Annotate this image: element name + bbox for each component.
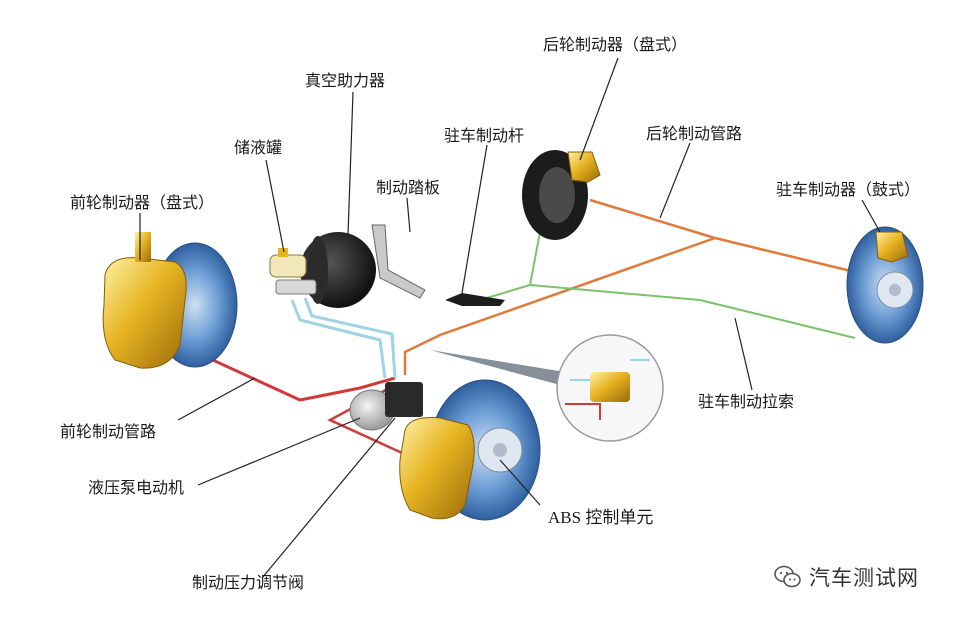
rear-brake-line bbox=[403, 198, 720, 375]
front-left-caliper bbox=[102, 257, 187, 369]
abs-zoom-wedge bbox=[430, 350, 565, 385]
label-rear-brake-line: 后轮制动管路 bbox=[646, 124, 743, 143]
rear-caliper bbox=[567, 151, 601, 183]
parking-brake-lever bbox=[445, 293, 505, 306]
label-parking-lever: 驻车制动杆 bbox=[444, 126, 525, 145]
label-pressure-valve: 制动压力调节阀 bbox=[192, 573, 305, 592]
front-left-caliper-bracket bbox=[135, 232, 151, 262]
wechat-icon bbox=[774, 565, 801, 588]
label-vacuum-booster: 真空助力器 bbox=[305, 71, 386, 90]
booster-line-1 bbox=[290, 299, 387, 379]
label-brake-pedal: 制动踏板 bbox=[376, 178, 441, 197]
label-abs-unit: ABS 控制单元 bbox=[548, 508, 654, 527]
label-front-brake-line: 前轮制动管路 bbox=[60, 422, 157, 441]
watermark: 汽车测试网 bbox=[773, 562, 919, 592]
pressure-valve-block bbox=[385, 382, 423, 417]
label-parking-drum: 驻车制动器（鼓式） bbox=[776, 180, 921, 199]
fluid-reservoir bbox=[269, 254, 307, 278]
label-rear-brake-disc: 后轮制动器（盘式） bbox=[543, 35, 688, 54]
label-parking-cable: 驻车制动拉索 bbox=[698, 392, 795, 411]
label-pump-motor: 液压泵电动机 bbox=[88, 478, 185, 497]
brake-pedal bbox=[371, 224, 426, 299]
watermark-text: 汽车测试网 bbox=[809, 566, 919, 590]
front-brake-line bbox=[179, 343, 396, 402]
drum-caliper bbox=[875, 231, 909, 263]
label-reservoir: 储液罐 bbox=[234, 138, 283, 157]
rear-brake-line-right bbox=[714, 236, 856, 274]
parking-cable bbox=[479, 231, 541, 301]
front-right-caliper bbox=[399, 417, 475, 520]
parking-cable-rear bbox=[529, 284, 856, 339]
leader-lines bbox=[139, 57, 881, 579]
booster-line-2 bbox=[303, 297, 397, 379]
abs-zoom-detail bbox=[565, 359, 650, 420]
label-front-brake-disc: 前轮制动器（盘式） bbox=[70, 193, 215, 212]
